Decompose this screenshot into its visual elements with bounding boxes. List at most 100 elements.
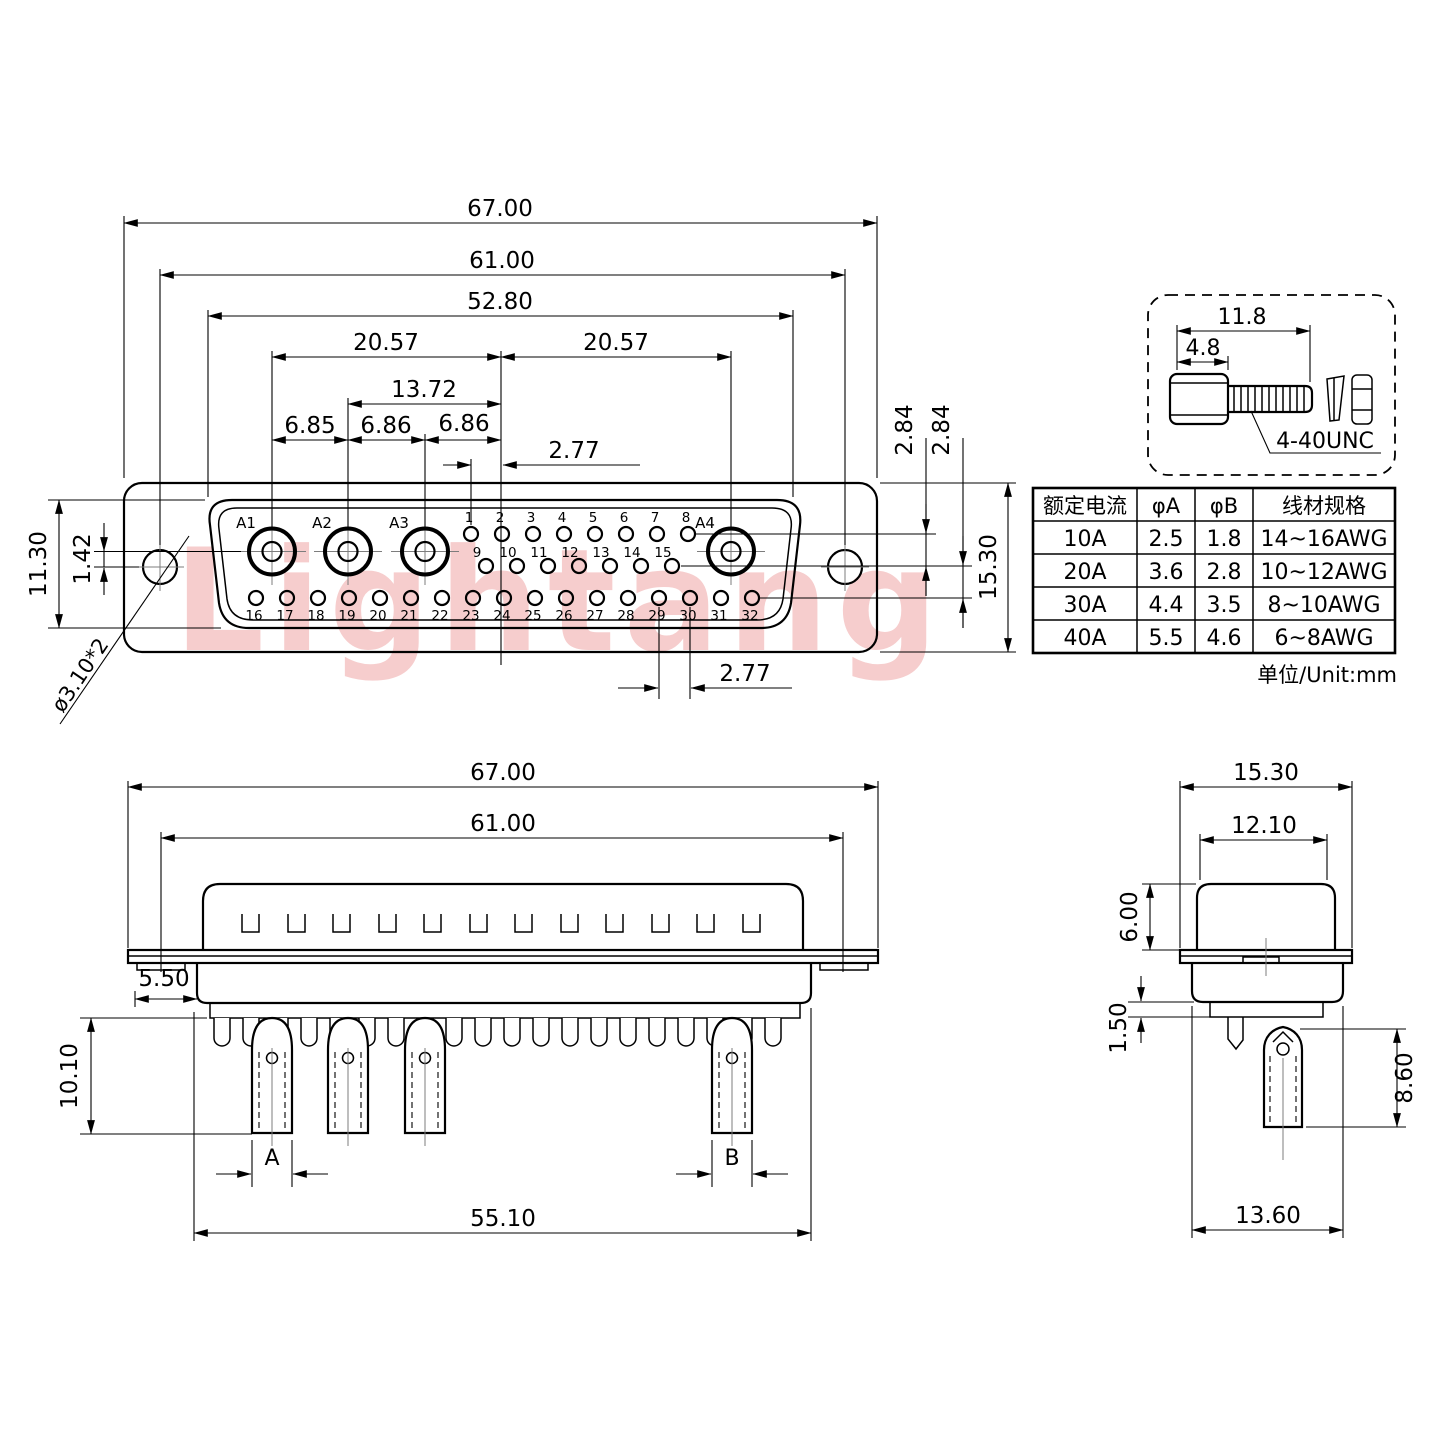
board-lock-hook (1227, 1017, 1244, 1051)
power-barrels (250, 1016, 754, 1146)
pin-label: 11 (530, 545, 547, 561)
dim-label: 20.57 (583, 330, 649, 356)
spec-table: 额定电流 φA φB 线材规格 10A 2.5 1.8 14~16AWG 20A… (1031, 486, 1397, 687)
pin-label: 3 (527, 510, 536, 526)
dim-label: B (724, 1146, 739, 1171)
pin-row-2: 9 10 11 12 13 14 15 (473, 545, 681, 575)
dsub-face-inner (217, 507, 793, 621)
pin-label: 4 (558, 510, 567, 526)
dim-label: 12.10 (1231, 813, 1297, 839)
cell-wire: 6~8AWG (1274, 626, 1373, 651)
pin-label: 26 (555, 608, 572, 624)
dim-label: 13.60 (1235, 1203, 1301, 1229)
pin-row-3: 16 17 18 19 20 21 22 23 24 25 26 27 28 2… (245, 589, 761, 624)
cell-current: 30A (1063, 593, 1106, 618)
detail-border (1147, 294, 1396, 476)
dim-label: 15.30 (976, 534, 1002, 600)
contact-a1 (238, 519, 306, 585)
table-header-current: 额定电流 (1043, 494, 1127, 518)
pin-label: 21 (400, 608, 417, 624)
dim-label: 15.30 (1233, 760, 1299, 786)
side-shell (1195, 882, 1337, 950)
pin-label: 25 (524, 608, 541, 624)
pin-label: 18 (307, 608, 324, 624)
table-row: 30A 4.4 3.5 8~10AWG (1063, 593, 1380, 618)
pin-label: 29 (648, 608, 665, 624)
cell-phi-a: 2.5 (1149, 527, 1184, 552)
side-view: 15.30 12.10 6.00 1.50 (1106, 760, 1418, 1238)
contact-a4 (697, 519, 765, 585)
dsub-face-outer (208, 498, 802, 630)
front-view: A1 A2 A3 A4 1 2 3 4 5 6 7 8 9 10 11 12 1… (122, 481, 879, 654)
screw-detail: 11.8 4.8 4-40UNC (1147, 294, 1396, 476)
table-row: 20A 3.6 2.8 10~12AWG (1063, 560, 1387, 585)
bottom-view: 67.00 61.00 (57, 760, 880, 1241)
cell-current: 20A (1063, 560, 1106, 585)
cell-phi-b: 2.8 (1207, 560, 1242, 585)
pin-label: 5 (589, 510, 598, 526)
pin-label: 14 (623, 545, 640, 561)
pin-label: 24 (493, 608, 510, 624)
unit-note: 单位/Unit:mm (1257, 663, 1397, 687)
cell-current: 10A (1063, 527, 1106, 552)
side-insert (1209, 1002, 1324, 1018)
dim-label: 61.00 (470, 811, 536, 837)
pin-label: 17 (276, 608, 293, 624)
hole-callout-label: ø3.10*2 (47, 634, 114, 717)
contact-a3 (391, 519, 459, 585)
cell-phi-b: 4.6 (1207, 626, 1242, 651)
cell-phi-a: 5.5 (1149, 626, 1184, 651)
dim-label: A (264, 1146, 279, 1171)
dim-label: 2.84 (929, 404, 955, 455)
pin-label: 8 (682, 510, 691, 526)
side-barrel (1262, 1025, 1304, 1160)
dim-label: 67.00 (467, 196, 533, 222)
pin-label: 7 (651, 510, 660, 526)
table-header-wire: 线材规格 (1282, 494, 1366, 518)
contact-label: A3 (389, 514, 409, 532)
dim-label: 61.00 (469, 248, 535, 274)
dim-label: 2.77 (548, 438, 599, 464)
pin-label: 10 (499, 545, 516, 561)
pin-label: 2 (496, 510, 505, 526)
cell-wire: 10~12AWG (1260, 560, 1387, 585)
table-header-phi-b: φB (1210, 494, 1238, 518)
pin-label: 13 (592, 545, 609, 561)
pin-label: 15 (654, 545, 671, 561)
pin-label: 28 (617, 608, 634, 624)
pin-label: 6 (620, 510, 629, 526)
dim-label: 20.57 (353, 330, 419, 356)
side-rear-shell (1190, 963, 1345, 1004)
dim-label: 11.8 (1218, 305, 1267, 330)
dim-label: 4.8 (1186, 336, 1221, 361)
power-contacts: A1 A2 A3 A4 (236, 514, 765, 585)
contact-a2 (314, 519, 382, 585)
pin-label: 27 (586, 608, 603, 624)
dim-label: 6.85 (284, 413, 335, 439)
cell-phi-b: 3.5 (1207, 593, 1242, 618)
contact-label: A1 (236, 514, 256, 532)
watermark: Lightang (174, 519, 938, 684)
cell-phi-a: 3.6 (1149, 560, 1184, 585)
dim-label: 10.10 (57, 1043, 83, 1109)
dim-label: 6.00 (1117, 891, 1143, 942)
dim-label: 13.72 (391, 377, 457, 403)
pin-label: 19 (338, 608, 355, 624)
table-row: 10A 2.5 1.8 14~16AWG (1063, 527, 1387, 552)
table-header-phi-a: φA (1152, 494, 1181, 518)
thread-label: 4-40UNC (1276, 429, 1374, 454)
pin-label: 32 (741, 608, 758, 624)
pin-label: 31 (710, 608, 727, 624)
pin-label: 12 (561, 545, 578, 561)
dim-label: 11.30 (26, 531, 52, 597)
shell-notches (241, 914, 761, 933)
crimp-contacts (213, 1018, 782, 1047)
dim-label: 2.77 (719, 661, 770, 687)
pin-label: 20 (369, 608, 386, 624)
dim-label: 52.80 (467, 289, 533, 315)
pin-label: 16 (245, 608, 262, 624)
pin-label: 1 (465, 510, 474, 526)
dim-label: 6.86 (438, 411, 489, 437)
pin-label: 30 (679, 608, 696, 624)
